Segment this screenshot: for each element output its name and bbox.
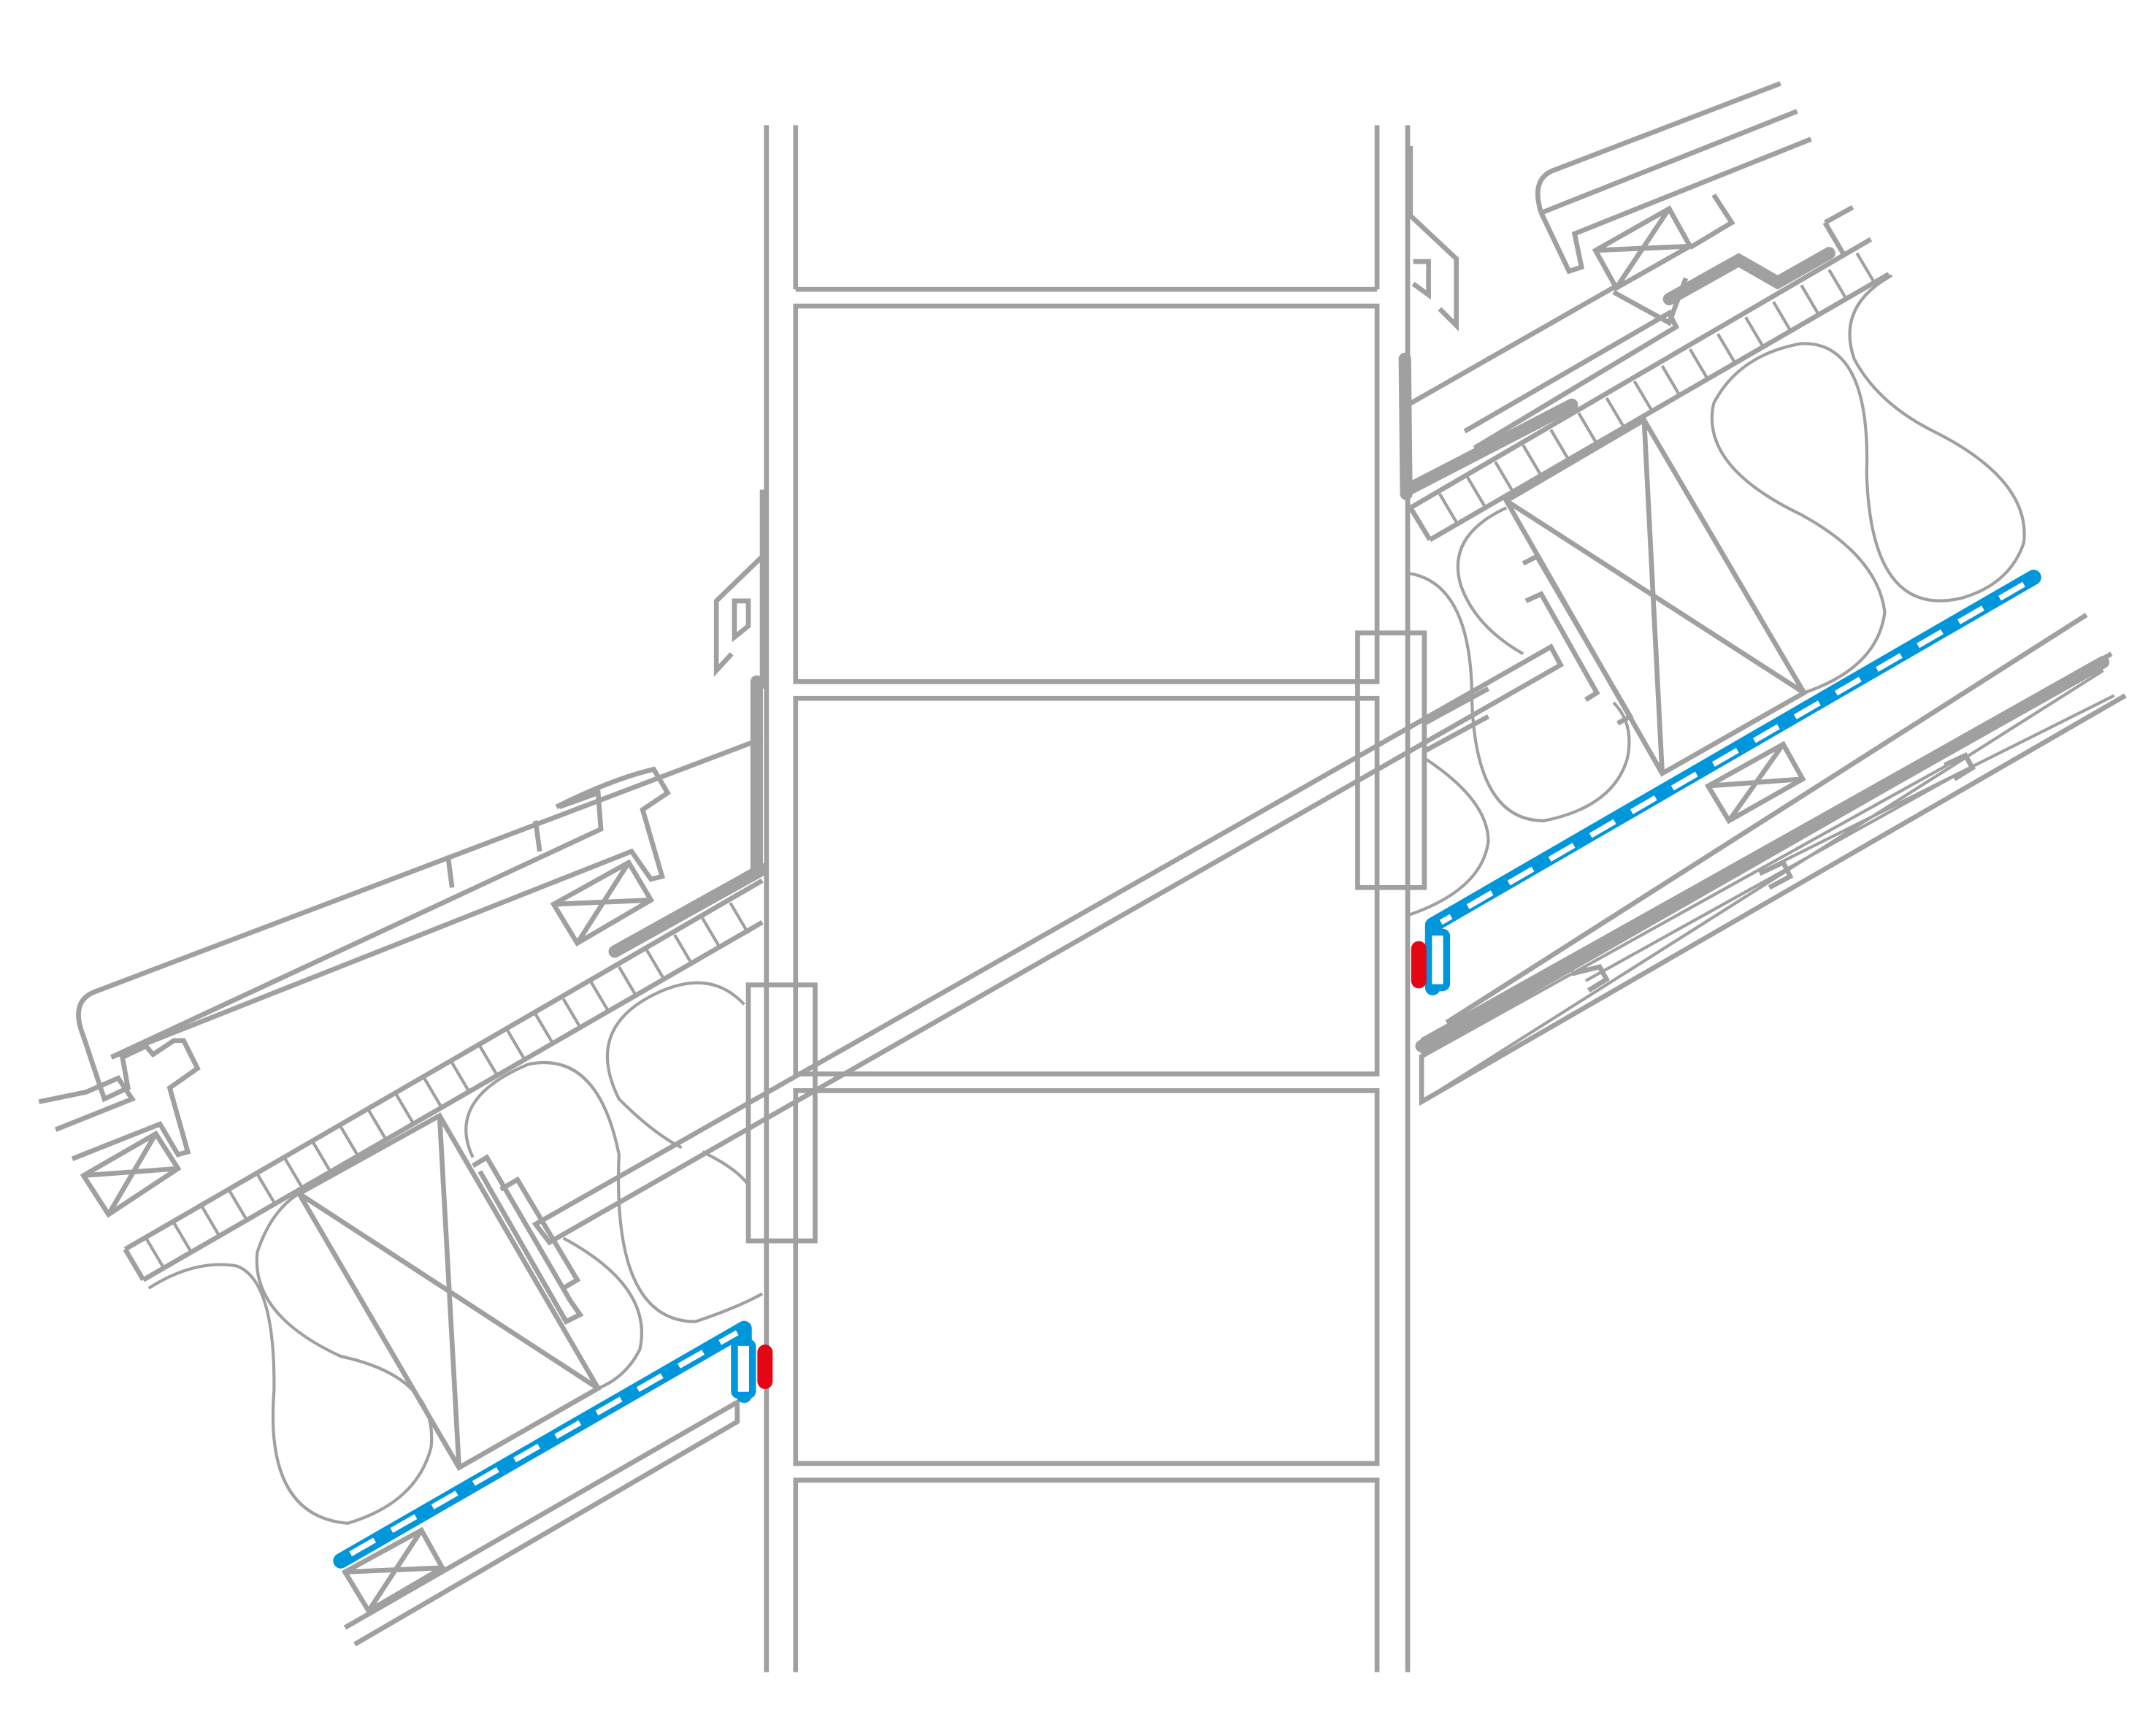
- battens-hatching: [145, 902, 750, 1270]
- vapour-barrier-membrane-left: [333, 1320, 756, 1569]
- trimmer-beam: [532, 643, 1565, 1246]
- glass-pane-4: [793, 1477, 1380, 1672]
- glass-pane-2: [793, 695, 1380, 1076]
- frame-bracket-left: [745, 982, 818, 1244]
- vapour-barrier-membrane-right: [1424, 570, 2041, 995]
- glass-pane-3: [793, 1088, 1380, 1466]
- left-roof-assembly: [38, 489, 769, 1647]
- right-roof-assembly: [1398, 81, 2127, 1106]
- frame-bracket-right: [1355, 630, 1427, 890]
- battens-hatching-right: [1438, 252, 1876, 526]
- glass-pane-1: [793, 303, 1380, 684]
- window-frame: [745, 125, 1427, 1672]
